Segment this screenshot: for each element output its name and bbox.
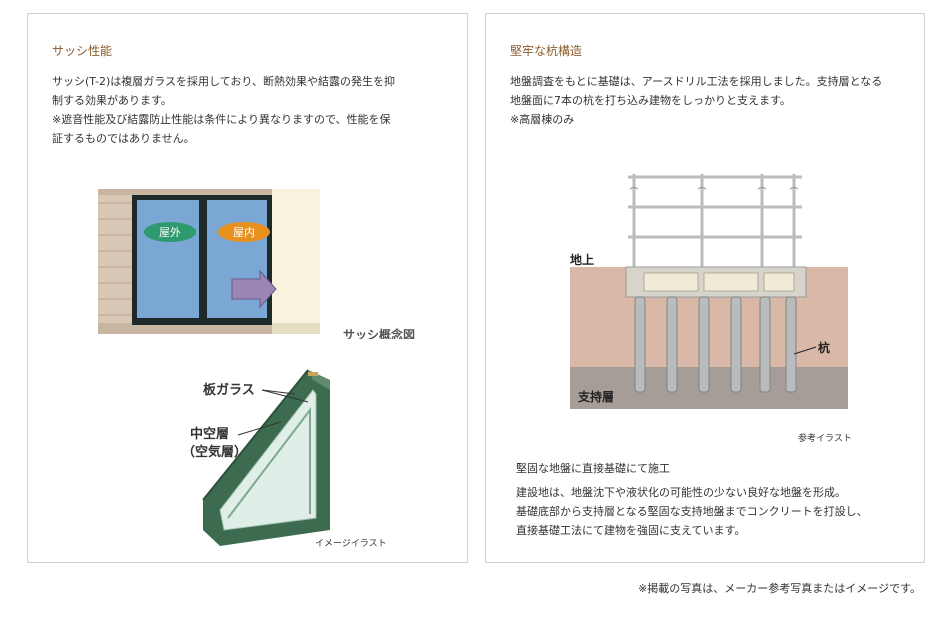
spacer <box>308 372 318 376</box>
pile <box>698 296 710 393</box>
wall-bottom <box>98 323 278 334</box>
wall-top <box>98 189 278 195</box>
footer-note: ※掲載の写真は、メーカー参考写真またはイメージです。 <box>638 582 921 595</box>
indoor-badge <box>218 222 270 242</box>
exterior-wall <box>98 189 134 334</box>
double-glazing-figure: 板ガラス 中空層 （空気層） イメージイラスト <box>182 369 387 549</box>
support-label: 支持層 <box>577 389 614 404</box>
air-layer-label: （空気層） <box>182 444 247 460</box>
sash-body-line: 証するものではありません。 <box>52 132 195 145</box>
pile <box>730 296 742 393</box>
glazing-glass <box>219 389 317 531</box>
glass-pane-line <box>227 407 311 519</box>
ref-caption: 参考イラスト <box>798 432 852 444</box>
sash-panel: サッシ性能 サッシ(T-2)は複層ガラスを採用しており、断熱効果や結露の発生を抑… <box>27 13 468 563</box>
pile-body-line: ※高層棟のみ <box>510 113 575 126</box>
sash-body-line: サッシ(T-2)は複層ガラスを採用しており、断熱効果や結露の発生を抑 <box>52 75 395 88</box>
pile-title: 堅牢な杭構造 <box>510 44 583 58</box>
outdoor-badge <box>144 222 196 242</box>
outdoor-label: 屋外 <box>159 226 181 239</box>
sash-concept-figure: 屋外 屋内 サッシ概念図 <box>98 189 415 339</box>
arrow-right-icon <box>231 269 277 309</box>
pile-body-line: 地盤調査をもとに基礎は、アースドリル工法を採用しました。支持層となる <box>510 75 883 88</box>
pile-panel: 堅牢な杭構造 地盤調査をもとに基礎は、アースドリル工法を採用しました。支持層とな… <box>485 13 925 563</box>
ground-label: 地上 <box>570 252 594 267</box>
glass-pane-right <box>207 200 267 318</box>
interior-wall <box>272 189 320 334</box>
piles <box>634 296 797 393</box>
interior-floor <box>272 323 320 334</box>
pile-sub-body: 建設地は、地盤沈下や液状化の可能性の少ない良好な地盤を形成。 基礎底部から支持層… <box>516 483 906 540</box>
glass-pane-left <box>137 200 199 318</box>
sash-body-line: 制する効果があります。 <box>52 94 172 107</box>
sash-body-line: ※遮音性能及び結露防止性能は条件により異なりますので、性能を保 <box>52 113 391 126</box>
pile-label: 杭 <box>818 340 830 355</box>
pile-sub-heading: 堅固な地盤に直接基礎にて施工 <box>516 462 670 475</box>
pile <box>634 296 646 393</box>
pile-sub-line: 建設地は、地盤沈下や液状化の可能性の少ない良好な地盤を形成。 <box>516 486 846 499</box>
sash-body: サッシ(T-2)は複層ガラスを採用しており、断熱効果や結露の発生を抑 制する効果… <box>52 72 447 148</box>
building-frame <box>628 174 802 267</box>
hollow-layer-label: 中空層 <box>190 426 229 442</box>
pile <box>666 296 678 393</box>
pile-body: 地盤調査をもとに基礎は、アースドリル工法を採用しました。支持層となる 地盤面に7… <box>510 72 905 129</box>
pile-sub-line: 直接基礎工法にて建物を強固に支えています。 <box>516 524 746 537</box>
glass-label: 板ガラス <box>203 382 255 398</box>
pile-body-line: 地盤面に7本の杭を打ち込み建物をしっかりと支えます。 <box>510 94 791 107</box>
indoor-label: 屋内 <box>233 225 255 239</box>
pile <box>785 296 797 393</box>
pile <box>759 296 771 393</box>
pile-structure-figure: 地上 杭 支持層 参考イラスト <box>570 174 852 444</box>
sash-title: サッシ性能 <box>52 44 113 58</box>
pile-sub-line: 基礎底部から支持層となる堅固な支持地盤までコンクリートを打設し、 <box>516 505 868 518</box>
sash-concept-caption: サッシ概念図 <box>343 327 415 339</box>
image-caption: イメージイラスト <box>315 538 387 549</box>
